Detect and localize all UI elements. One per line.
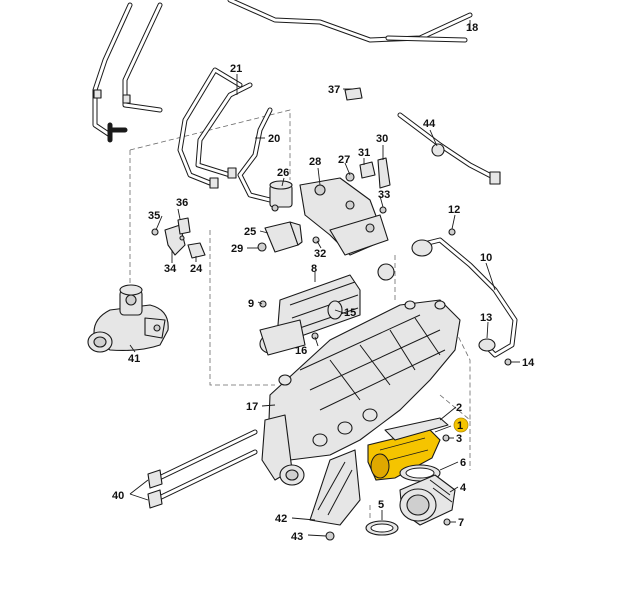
- label-14[interactable]: 14: [522, 357, 535, 369]
- throttle-body-4: [399, 474, 456, 526]
- label-31[interactable]: 31: [358, 147, 370, 159]
- intake-manifold-17: [261, 299, 461, 486]
- label-3[interactable]: 3: [456, 433, 462, 445]
- label-5[interactable]: 5: [378, 499, 384, 511]
- parts-37-44: [344, 87, 501, 185]
- label-2[interactable]: 2: [456, 402, 462, 414]
- egr-pipe-10: [411, 228, 518, 366]
- part-number-labels: 18 21 37 44 20 30 31 28 27 26 33 36 35 1…: [112, 22, 535, 543]
- label-13[interactable]: 13: [480, 312, 492, 324]
- label-27[interactable]: 27: [338, 154, 350, 166]
- heat-shield-42: [309, 449, 361, 541]
- label-15[interactable]: 15: [344, 307, 356, 319]
- label-29[interactable]: 29: [231, 243, 243, 255]
- label-42[interactable]: 42: [275, 513, 287, 525]
- label-26[interactable]: 26: [277, 167, 289, 179]
- label-32[interactable]: 32: [314, 248, 326, 260]
- label-17[interactable]: 17: [246, 401, 258, 413]
- label-9[interactable]: 9: [248, 298, 254, 310]
- assembly-guide-lines: [129, 109, 471, 520]
- label-18[interactable]: 18: [466, 22, 478, 34]
- label-37[interactable]: 37: [328, 84, 340, 96]
- label-33[interactable]: 33: [378, 189, 390, 201]
- label-6[interactable]: 6: [460, 457, 466, 469]
- label-30[interactable]: 30: [376, 133, 388, 145]
- label-8[interactable]: 8: [311, 263, 317, 275]
- bracket-parts-34-36: [151, 217, 206, 259]
- label-43[interactable]: 43: [291, 531, 303, 543]
- label-28[interactable]: 28: [309, 156, 321, 168]
- part-1-adapter-highlighted: [367, 429, 441, 481]
- part-1-highlight-marker: [453, 417, 469, 433]
- label-24[interactable]: 24: [190, 263, 203, 275]
- label-20[interactable]: 20: [268, 133, 280, 145]
- label-44[interactable]: 44: [423, 118, 436, 130]
- egr-cooler-8: [259, 263, 395, 356]
- bracket-28-assembly: [299, 157, 391, 256]
- label-34[interactable]: 34: [164, 263, 177, 275]
- leader-lines: [129, 20, 520, 537]
- label-10[interactable]: 10: [480, 252, 492, 264]
- label-7[interactable]: 7: [458, 517, 464, 529]
- part-41-actuator: [87, 284, 169, 353]
- vacuum-lines-20-21: [177, 67, 273, 203]
- label-1[interactable]: 1: [457, 420, 463, 432]
- label-4[interactable]: 4: [460, 482, 467, 494]
- label-21[interactable]: 21: [230, 63, 242, 75]
- label-40[interactable]: 40: [112, 490, 124, 502]
- vacuum-line-bundle-18: [92, 0, 473, 143]
- label-35[interactable]: 35: [148, 210, 160, 222]
- label-16[interactable]: 16: [295, 345, 307, 357]
- label-36[interactable]: 36: [176, 197, 188, 209]
- cable-ties-40: [147, 429, 258, 509]
- label-12[interactable]: 12: [448, 204, 460, 216]
- label-41[interactable]: 41: [128, 353, 140, 365]
- label-25[interactable]: 25: [244, 226, 256, 238]
- solenoid-valves-25-26: [257, 180, 303, 253]
